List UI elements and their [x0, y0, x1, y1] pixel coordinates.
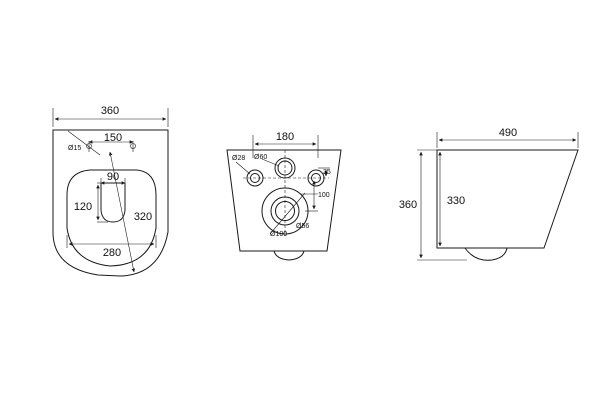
rim-width-label: 280: [103, 247, 121, 259]
back-view: 180 Ø28 Ø60 35: [226, 131, 342, 261]
seat-outline: [66, 169, 157, 267]
bowl-opening: [100, 182, 126, 223]
bolt-hole-right: [130, 141, 136, 152]
side-body-outline: [436, 149, 579, 249]
length-label: 490: [499, 127, 517, 139]
outlet-outer-label: Ø100: [270, 231, 287, 238]
spacing-label: 180: [276, 131, 294, 143]
outlet-diagonal: [269, 192, 306, 235]
side-view: 490 360 330: [399, 127, 579, 261]
depth-label: 320: [134, 211, 152, 223]
bolt-spacing-label: 150: [104, 132, 122, 144]
height-label: 100: [318, 192, 330, 199]
pipe-leader: [261, 158, 280, 167]
bolt-diameter-label: Ø15: [68, 145, 81, 152]
depth-dimension: [108, 151, 136, 273]
outlet-inner-label: Ø56: [296, 223, 309, 230]
width-label: 360: [101, 105, 119, 117]
back-outlet-bump: [273, 250, 305, 261]
side-outlet-bump: [464, 247, 508, 261]
bolt-leader: [67, 130, 101, 156]
total-height-label: 360: [399, 199, 417, 211]
front-view: 360 150 Ø15 90 120 320 280: [52, 105, 169, 277]
inlet-leader: [235, 161, 251, 175]
inlet-offset-label: 35: [323, 169, 331, 176]
pipe-diameter-label: Ø60: [254, 154, 267, 161]
back-body-outline: [226, 149, 342, 252]
opening-width-label: 90: [107, 171, 119, 183]
inlet-diameter-label: Ø28: [232, 155, 245, 162]
bowl-outline: [52, 129, 169, 277]
opening-height-label: 120: [74, 201, 92, 213]
inner-height-label: 330: [447, 195, 465, 207]
